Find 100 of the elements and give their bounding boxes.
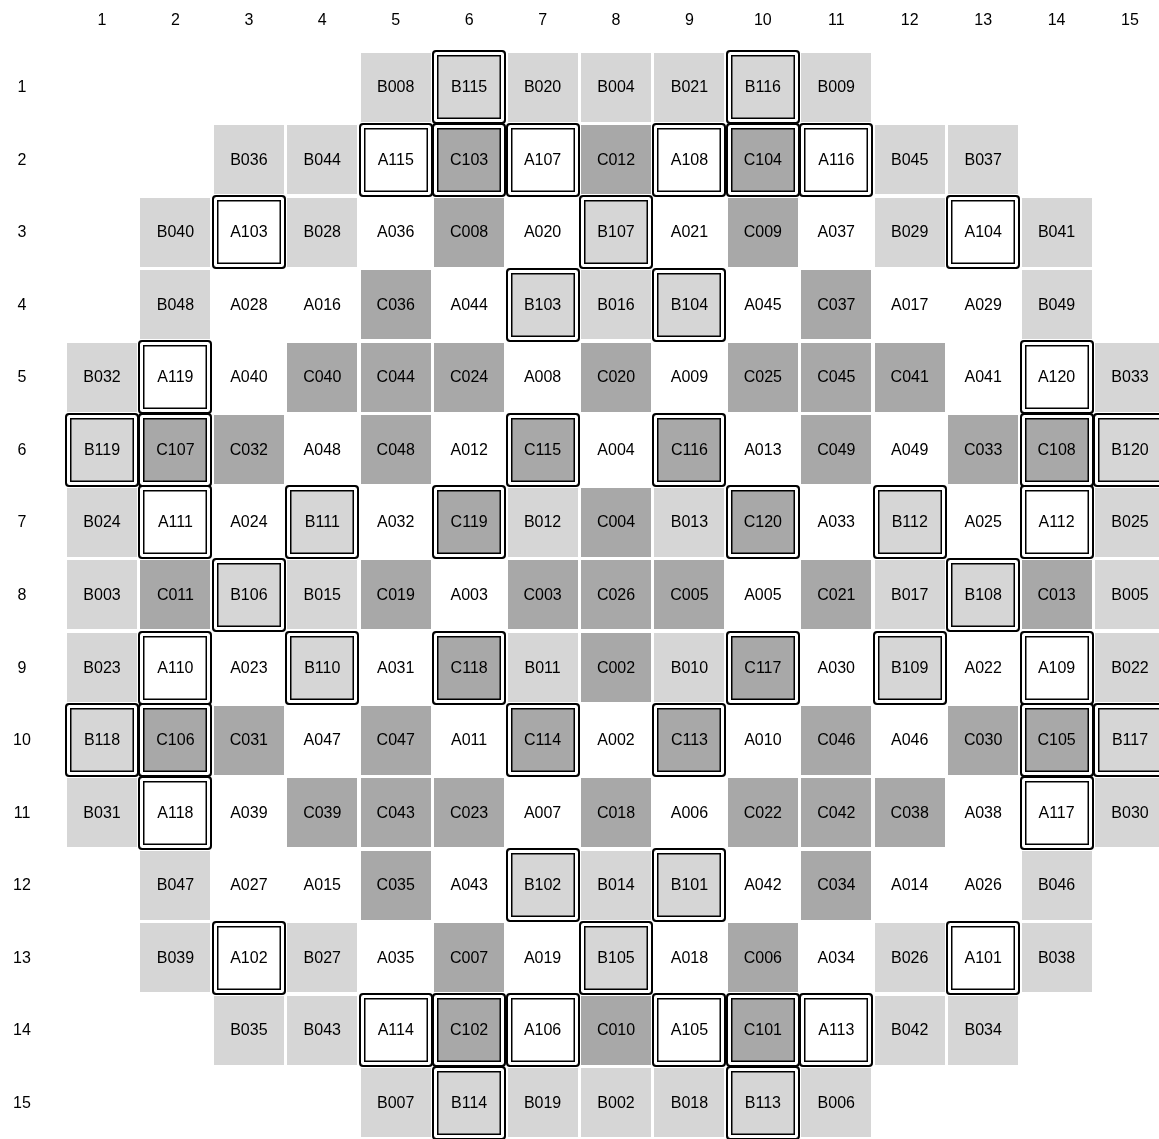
grid-cell: B045	[874, 125, 945, 195]
grid-cell: B009	[801, 52, 872, 122]
cell-label: A003	[450, 586, 488, 604]
grid-cell: C102	[432, 993, 507, 1068]
grid-cell: C033	[948, 415, 1019, 485]
grid-cell: C032	[213, 415, 284, 485]
cell-label: A046	[891, 731, 929, 750]
grid-cell: C108	[1019, 412, 1094, 487]
grid-cell: A114	[358, 993, 433, 1068]
column-number: 14	[1047, 11, 1066, 29]
grid-cell: C038	[874, 778, 945, 848]
grid-cell: C046	[801, 705, 872, 775]
row-number: 2	[17, 150, 27, 169]
grid-cell: B036	[213, 125, 284, 195]
grid-cell: B047	[140, 850, 211, 920]
grid-cell: B025	[1095, 487, 1159, 557]
grid-cell: B007	[360, 1068, 431, 1138]
cell-label: A022	[964, 658, 1002, 677]
grid-cell: A104	[946, 195, 1021, 270]
grid-cell: B038	[1021, 923, 1092, 993]
grid-cell: B120	[1093, 412, 1159, 487]
row-number: 14	[13, 1021, 31, 1040]
column-number: 13	[974, 11, 993, 29]
grid-cell: C007	[434, 923, 505, 993]
cell-label: A029	[964, 295, 1002, 314]
grid-cell: C101	[725, 993, 800, 1068]
grid-cell: B023	[67, 633, 137, 703]
grid-cell: C031	[213, 705, 284, 775]
grid-cell: B102	[505, 848, 580, 923]
grid-cell: B103	[505, 267, 580, 342]
grid-cell: C011	[140, 560, 211, 630]
grid-cell: A109	[1019, 630, 1094, 705]
cell-label: A006	[670, 803, 709, 822]
grid-cell: B011	[507, 633, 578, 703]
cell-label: A027	[230, 876, 268, 895]
cell-label: A019	[523, 948, 562, 967]
row-number: 12	[13, 876, 31, 895]
cell-label: A038	[964, 803, 1002, 822]
grid-cell: B039	[140, 923, 211, 993]
grid-cell: A101	[946, 920, 1021, 995]
grid-cell: B015	[287, 560, 358, 630]
row-number: 10	[13, 731, 31, 750]
grid-cell: C049	[801, 415, 872, 485]
cell-label: A041	[964, 368, 1002, 387]
grid-cell: A108	[652, 122, 727, 197]
grid-cell: C120	[725, 485, 800, 560]
column-number: 6	[464, 11, 474, 29]
column-number: 7	[538, 11, 548, 29]
grid-cell: B119	[65, 412, 139, 487]
cell-label: A004	[597, 440, 635, 459]
grid-cell: B012	[507, 487, 578, 557]
grid-cell: B041	[1021, 197, 1092, 267]
grid-cell: A110	[138, 630, 213, 705]
column-number: 15	[1121, 11, 1139, 29]
grid-cell: B034	[948, 995, 1019, 1065]
cell-label: A011	[451, 731, 488, 750]
grid-cell: B030	[1095, 778, 1159, 848]
grid-cell: B017	[874, 560, 945, 630]
cell-label: A026	[964, 876, 1002, 895]
grid-cell: B004	[581, 52, 651, 122]
grid-cell: C037	[801, 270, 872, 340]
grid-cell: C104	[725, 122, 800, 197]
grid-cell: B005	[1095, 560, 1159, 630]
cell-label: A008	[523, 368, 562, 387]
cell-label: A010	[744, 731, 782, 750]
grid-cell: C023	[434, 778, 505, 848]
grid-cell: B046	[1021, 850, 1092, 920]
grid-cell: C035	[360, 850, 431, 920]
grid-cell: B104	[652, 267, 727, 342]
grid-cell: B042	[874, 995, 945, 1065]
grid-cell: C030	[948, 705, 1019, 775]
cell-label: A048	[303, 440, 341, 459]
grid-cell: B019	[507, 1068, 578, 1138]
cell-label: A037	[817, 223, 855, 242]
cell-label: A032	[377, 513, 415, 532]
row-number: 9	[17, 658, 27, 677]
grid-cell: C115	[505, 412, 580, 487]
column-number: 5	[391, 11, 401, 29]
column-number: 8	[611, 11, 621, 29]
grid-cell: C025	[727, 342, 798, 412]
cell-label: A036	[377, 223, 415, 242]
cell-label: A044	[450, 295, 488, 314]
row-number: 15	[13, 1093, 31, 1112]
grid-cell: C116	[652, 412, 727, 487]
grid-cell: B118	[65, 703, 139, 778]
grid-cell: B002	[581, 1068, 651, 1138]
grid-cell: B117	[1093, 703, 1159, 778]
grid-cell: C103	[432, 122, 507, 197]
column-number: 1	[97, 11, 107, 29]
grid-cell: B020	[507, 52, 578, 122]
grid-cell: B049	[1021, 270, 1092, 340]
grid-cell: B043	[287, 995, 358, 1065]
grid-cell: B014	[581, 850, 651, 920]
row-number: 8	[17, 586, 27, 604]
grid-cell: B040	[140, 197, 211, 267]
grid-cell: C114	[505, 703, 580, 778]
row-number: 13	[13, 948, 31, 967]
row-number: 6	[17, 440, 27, 459]
cell-label: A016	[303, 295, 341, 314]
grid-cell: C010	[581, 995, 651, 1065]
